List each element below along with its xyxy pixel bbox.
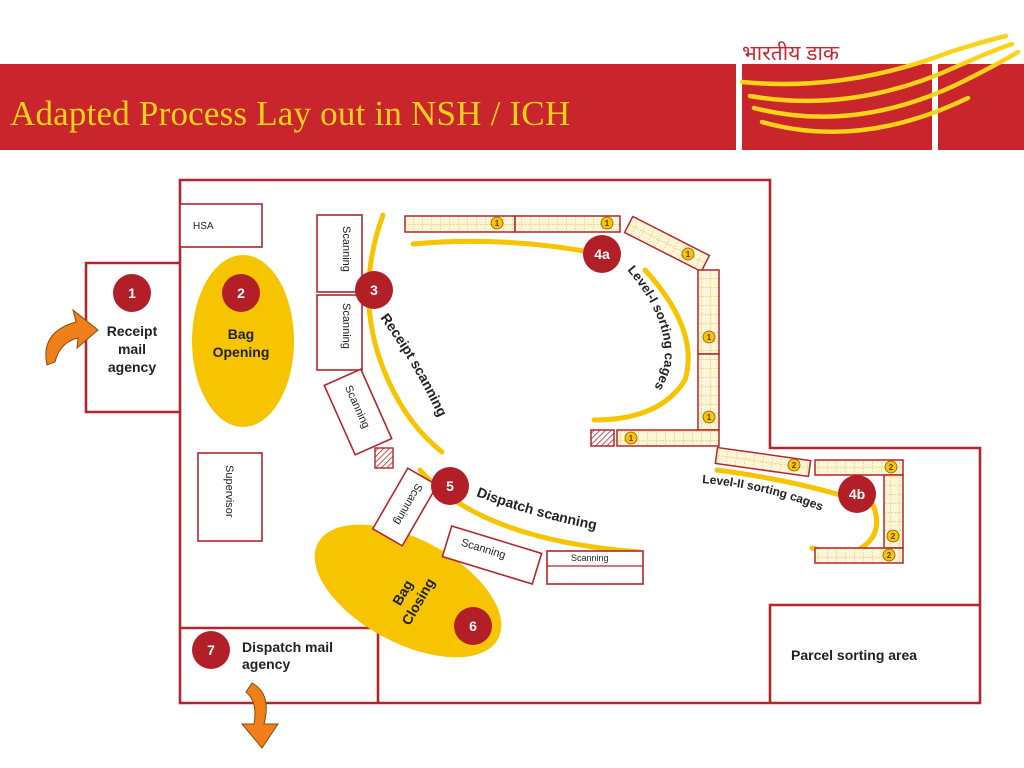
step-badge-label: 2 [237, 285, 245, 301]
cage-marker-label: 2 [889, 463, 894, 472]
step-badge-label: 5 [446, 478, 454, 494]
level2-cages [714, 446, 904, 564]
receipt-scanning-label: Receipt scanning [378, 310, 451, 419]
level1-top-path [410, 238, 593, 255]
cage-marker-label: 1 [686, 250, 691, 259]
level1-arc-path [591, 267, 691, 423]
supervisor-label: Supervisor [223, 465, 235, 518]
dispatch-agency-label: Dispatch mail [242, 639, 333, 655]
receipt-agency-label: agency [108, 359, 156, 375]
scanning-station [316, 214, 363, 293]
cage-marker: 1 [702, 410, 716, 424]
bag-opening-label: Bag [228, 326, 254, 342]
scanning-station [371, 467, 439, 547]
inbound-arrow-icon [45, 308, 99, 366]
cage-marker-label: 2 [891, 532, 896, 541]
scanning-label: Scanning [340, 303, 352, 349]
sorting-cage [514, 215, 621, 233]
receipt-flow-path [366, 212, 445, 455]
sorting-cage [814, 459, 904, 476]
scanning-station [316, 294, 363, 371]
page-title: Adapted Process Lay out in NSH / ICH [10, 94, 571, 133]
hatched-block [374, 447, 394, 469]
step-badge-label: 4a [594, 246, 610, 262]
cage-marker: 2 [886, 529, 900, 543]
cage-marker-label: 1 [495, 219, 500, 228]
cage-marker-label: 1 [707, 413, 712, 422]
level2-arc-path [809, 502, 880, 555]
cage-marker-label: 1 [629, 434, 634, 443]
step-badge-7: 7 [192, 631, 230, 669]
step-badge-2: 2 [222, 274, 260, 312]
cage-marker: 2 [882, 548, 896, 562]
step-badge-label: 4b [849, 486, 865, 502]
cage-marker-label: 2 [887, 551, 892, 560]
step-badge-6: 6 [454, 607, 492, 645]
cage-marker: 1 [624, 431, 638, 445]
step-badge-label: 1 [128, 285, 136, 301]
receipt-agency-label: Receipt [107, 323, 158, 339]
step-badge-5: 5 [431, 467, 469, 505]
building-outline [84, 178, 982, 705]
level1-sorting-label: Level-I sorting cages [625, 262, 677, 393]
dispatch-scanning-stations: Scanning Scanning Scanning [371, 467, 644, 586]
parcel-area-label: Parcel sorting area [791, 647, 917, 663]
cage-marker: 1 [600, 216, 614, 230]
outbound-arrow-icon [240, 682, 279, 749]
sorting-cage [616, 429, 720, 447]
hatched-block [590, 429, 615, 447]
outer-wall [178, 178, 982, 705]
level1-cages [404, 215, 720, 447]
step-badge-4a: 4a [583, 235, 621, 273]
cage-marker-label: 1 [707, 333, 712, 342]
step-badge-label: 6 [469, 618, 477, 634]
sorting-cage [814, 547, 904, 564]
supervisor-room [197, 452, 263, 542]
step-badge-4b: 4b [838, 475, 876, 513]
cage-marker-label: 2 [792, 461, 797, 470]
scanning-station [441, 524, 543, 586]
bag-opening-area [192, 255, 294, 427]
step-badge-1: 1 [113, 274, 151, 312]
hsa-room [179, 203, 263, 248]
scanning-station [546, 550, 644, 585]
dispatch-agency-label: agency [242, 656, 290, 672]
bag-opening-label: Opening [213, 344, 270, 360]
receipt-scanning-stations: Scanning Scanning Scanning [316, 214, 394, 469]
hsa-label: HSA [193, 221, 214, 232]
receipt-agency-label: mail [118, 341, 146, 357]
parcel-room-wall [768, 603, 980, 703]
logo-text: भारतीय डाक [742, 41, 840, 65]
level2-cage-markers: 2 2 2 2 [787, 458, 900, 562]
cage-marker: 1 [702, 330, 716, 344]
level1-cage-markers: 1 1 1 1 1 1 [490, 216, 716, 445]
cage-marker: 2 [787, 458, 801, 472]
level2-top-path [714, 467, 843, 498]
cage-marker: 1 [681, 247, 695, 261]
india-post-logo: भारतीय डाक [736, 33, 1021, 154]
scanning-label: Scanning [571, 553, 609, 563]
step-badge-label: 3 [370, 282, 378, 298]
cage-marker: 2 [884, 460, 898, 474]
sorting-cage [714, 446, 812, 478]
sorting-cage [623, 215, 711, 273]
scanning-label: Scanning [340, 226, 352, 272]
step-badge-3: 3 [355, 271, 393, 309]
step-badge-label: 7 [207, 642, 215, 658]
scanning-station [323, 368, 393, 456]
cage-marker: 1 [490, 216, 504, 230]
dispatch-scanning-label: Dispatch scanning [475, 484, 599, 533]
cage-marker-label: 1 [605, 219, 610, 228]
